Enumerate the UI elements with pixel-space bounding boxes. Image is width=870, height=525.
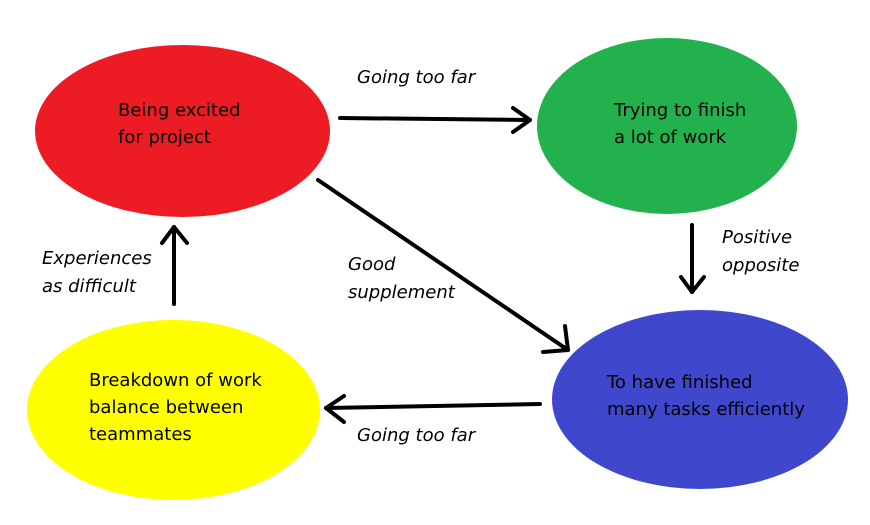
node-finished-tasks [552, 310, 848, 489]
arrow-excited-to-finished [316, 178, 570, 354]
node-trying-to-finish [537, 38, 797, 214]
edge-label-excited-to-finished: Good supplement [348, 254, 455, 303]
arrow-breakdown-to-excited [160, 225, 189, 306]
edge-label-breakdown-to-excited: Experiences as difficult [42, 248, 152, 297]
node-breakdown [27, 320, 320, 500]
arrow-finish-to-finished [679, 223, 706, 294]
edge-label-finish-to-finished: Positive opposite [722, 227, 800, 276]
node-label-finished-tasks: To have finished many tasks efficiently [607, 372, 805, 420]
arrow-excited-to-finish [338, 106, 532, 134]
node-being-excited [35, 45, 330, 217]
node-label-being-excited: Being excited for project [118, 100, 241, 148]
node-label-breakdown: Breakdown of work balance between teamma… [89, 370, 262, 445]
node-label-trying-to-finish: Trying to finish a lot of work [614, 100, 747, 148]
edge-label-excited-to-finish: Going too far [357, 67, 476, 88]
arrow-finished-to-breakdown [324, 394, 542, 424]
edge-label-finished-to-breakdown: Going too far [357, 425, 476, 446]
